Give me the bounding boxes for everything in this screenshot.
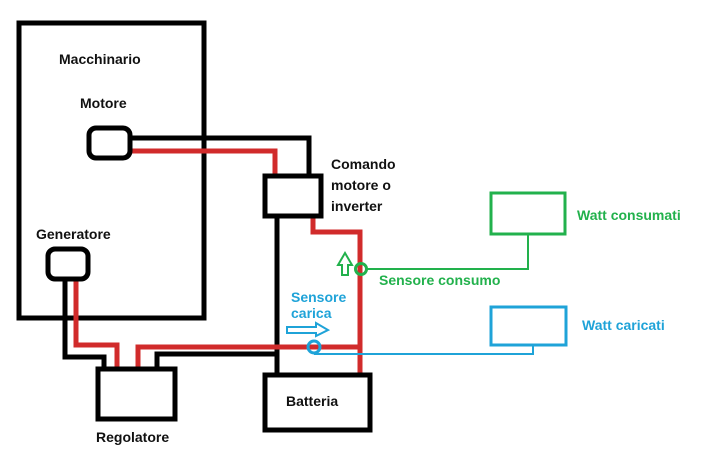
consumption-signal-wire xyxy=(367,234,529,270)
regulator-label: Regolatore xyxy=(96,429,170,445)
charge-arrow-icon xyxy=(286,321,331,338)
consumption-sensor-label: Sensore consumo xyxy=(379,272,501,288)
machine-box xyxy=(16,20,207,321)
charge-sensor-icon xyxy=(306,339,322,355)
red-wires xyxy=(73,148,363,374)
consumption-sensor-icon xyxy=(354,262,368,276)
motor-label: Motore xyxy=(80,95,127,111)
charge-sensor-label-1: Sensore xyxy=(291,289,347,305)
consumption-arrow-icon xyxy=(336,251,354,276)
generator-label: Generatore xyxy=(36,226,111,242)
machine-label: Macchinario xyxy=(59,51,141,67)
black-wires xyxy=(62,135,312,374)
controller-label-3: inverter xyxy=(331,198,383,214)
controller-box xyxy=(262,173,324,219)
motor-box xyxy=(86,125,133,161)
charge-signal-wire xyxy=(314,345,534,355)
regulator-box xyxy=(95,366,178,422)
watts-charged-display xyxy=(489,305,568,347)
generator-box xyxy=(45,246,91,282)
watts-consumed-display xyxy=(489,191,567,236)
controller-label-1: Comando xyxy=(331,156,396,172)
watts-charged-label: Watt caricati xyxy=(582,317,665,333)
watts-consumed-label: Watt consumati xyxy=(577,207,681,223)
battery-label: Batteria xyxy=(286,393,339,409)
battery-box xyxy=(262,372,373,433)
charge-sensor-label-2: carica xyxy=(291,305,332,321)
controller-label-2: motore o xyxy=(331,177,391,193)
